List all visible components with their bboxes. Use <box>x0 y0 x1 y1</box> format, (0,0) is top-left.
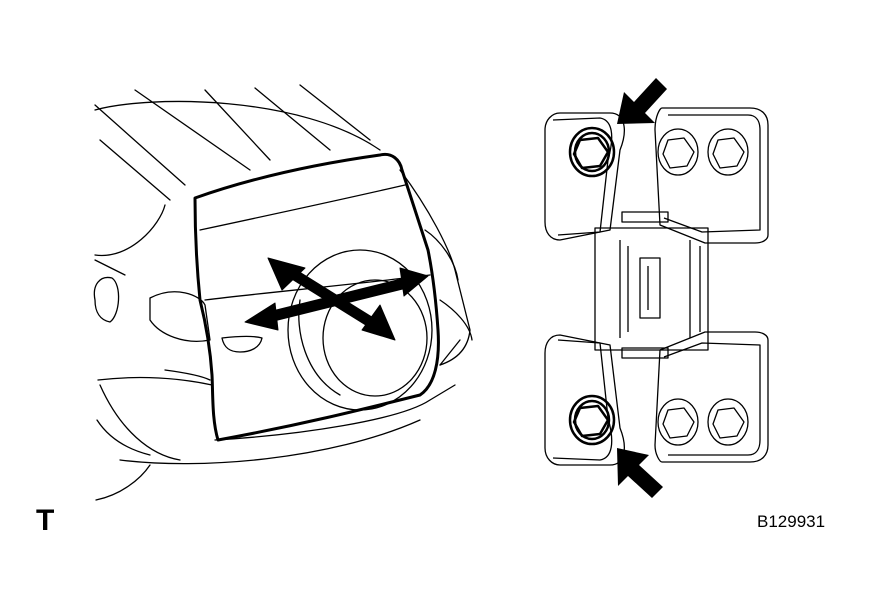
upper-hinge-plate-left <box>544 112 625 241</box>
vehicle-rear-illustration <box>93 84 473 501</box>
upper-hinge-plate-right <box>654 107 769 244</box>
figure-id-label: B129931 <box>757 512 826 531</box>
back-door-glass-edge <box>199 184 406 231</box>
hex-bolt-icon <box>657 398 699 446</box>
hex-bolt-icon <box>707 128 749 176</box>
hinge-detail <box>544 78 769 498</box>
lower-left-bolt <box>568 394 616 446</box>
spare-tire <box>287 249 433 411</box>
hex-bolt-icon <box>657 128 699 176</box>
four-way-adjust-arrows-icon <box>244 257 429 341</box>
door-handle <box>221 335 263 353</box>
pointer-arrow-icon <box>617 78 667 124</box>
back-door-outline <box>193 152 440 442</box>
hex-bolt-icon <box>707 398 749 446</box>
rear-bumper <box>119 169 473 465</box>
lower-hinge-plate-right <box>654 331 769 463</box>
corner-mark-label: T <box>36 504 55 537</box>
lower-hinge-plate-left <box>544 334 625 466</box>
vehicle-side-body <box>93 204 213 501</box>
pointer-arrow-icon <box>617 448 663 498</box>
roof-lines <box>94 84 381 201</box>
upper-left-bolt <box>568 126 616 178</box>
hinge-pin-body <box>594 211 709 359</box>
